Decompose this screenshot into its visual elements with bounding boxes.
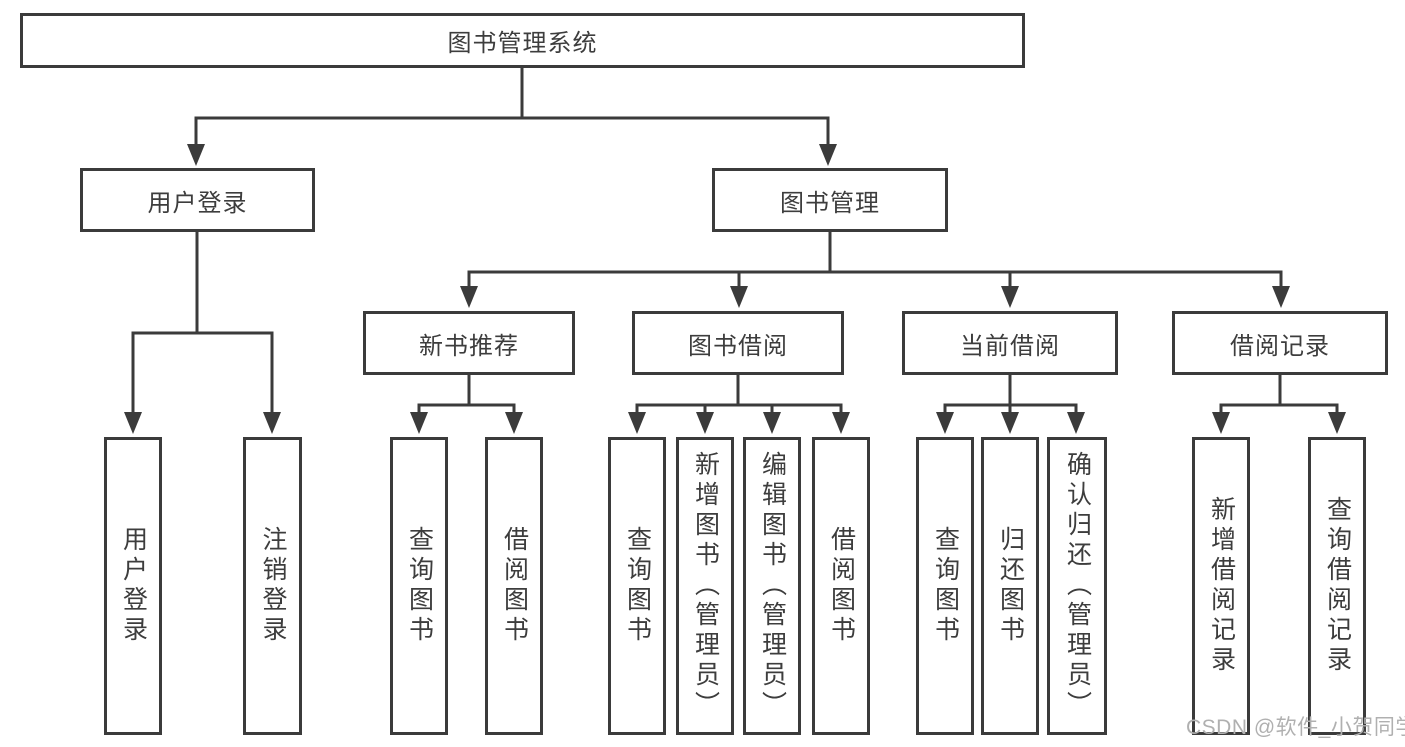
connector-borrowing-bus <box>635 403 843 416</box>
leaf-add-borrow-record: 新增借阅记录 <box>1192 437 1250 735</box>
node-library-management-system: 图书管理系统 <box>20 13 1025 68</box>
node-new-book-recommendation: 新书推荐 <box>363 311 575 375</box>
connector-level1-bus <box>194 116 830 150</box>
leaf-query-books-borrowing: 查询图书 <box>608 437 666 735</box>
node-user-login: 用户登录 <box>80 168 315 232</box>
node-borrowing-records: 借阅记录 <box>1172 311 1388 375</box>
arrowheads <box>124 144 1346 434</box>
connector-level2-bus <box>467 270 1283 290</box>
connector-records-bus <box>1219 403 1339 416</box>
leaf-return-books: 归还图书 <box>981 437 1039 735</box>
leaf-borrow-books-recommend: 借阅图书 <box>485 437 543 735</box>
connector-current-bus <box>943 403 1078 416</box>
leaf-query-books-current: 查询图书 <box>916 437 974 735</box>
leaf-query-books-recommend: 查询图书 <box>390 437 448 735</box>
node-book-management: 图书管理 <box>712 168 948 232</box>
node-current-borrowing: 当前借阅 <box>902 311 1118 375</box>
watermark: CSDN @软件_小贺同学 <box>1186 716 1405 739</box>
leaf-confirm-return-admin: 确认归还（管理员） <box>1047 437 1107 735</box>
node-book-borrowing: 图书借阅 <box>632 311 844 375</box>
leaf-user-login: 用户登录 <box>104 437 162 735</box>
leaf-edit-books-admin: 编辑图书（管理员） <box>743 437 801 735</box>
connector-recommend-bus <box>417 403 516 416</box>
leaf-borrow-books: 借阅图书 <box>812 437 870 735</box>
leaf-query-borrow-record: 查询借阅记录 <box>1308 437 1366 735</box>
leaf-logout: 注销登录 <box>243 437 302 735</box>
connector-user-login-bus <box>131 331 274 416</box>
leaf-add-books-admin: 新增图书（管理员） <box>676 437 734 735</box>
